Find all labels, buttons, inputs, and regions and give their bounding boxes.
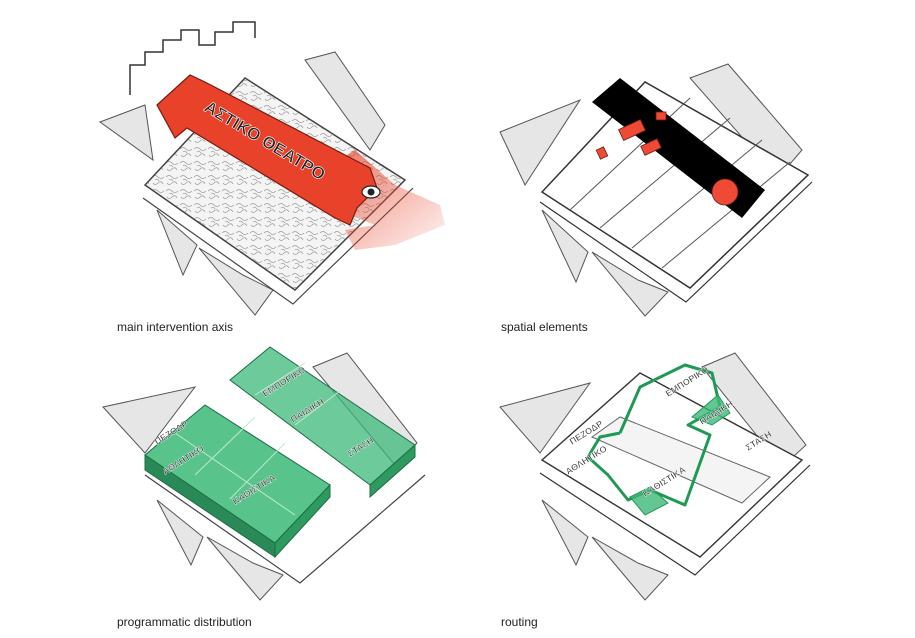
stair-outline	[129, 21, 256, 95]
bottom-block-a	[156, 209, 198, 277]
bottom-block-b	[591, 251, 669, 317]
element-box-2	[640, 138, 662, 156]
left-block	[499, 98, 582, 187]
bottom-block-a	[156, 499, 204, 567]
caption-main-intervention-axis: main intervention axis	[117, 320, 234, 334]
route-label-3: ΕΜΠΟΡΙΚΟ	[664, 364, 711, 398]
left-block	[499, 382, 592, 454]
parcel-outline	[540, 81, 810, 289]
red-arrow	[156, 74, 378, 226]
caption-routing: routing	[501, 615, 538, 629]
top-right-block	[304, 51, 386, 151]
bottom-block-a	[541, 209, 589, 284]
spatial-element-boxes	[595, 111, 667, 160]
panel-routing: ΠΕΖΟΔΡ ΑΘΛΗΤΙΚΟ ΕΜΠΟΡΙΚΟ ΠΑΙΔΙΚΗ ΚΑΘΙΣΤΙ…	[480, 325, 900, 629]
diagram-spatial-elements	[499, 63, 813, 317]
panel-programmatic-distribution: ΠΕΖΟΔΡ ΑΘΛΗΤΙΚΟ ΕΜΠΟΡΙΚΟ ΠΑΙΔΙΚΗ ΚΑΘΙΣΤΙ…	[95, 325, 515, 629]
element-box-3	[655, 111, 667, 121]
left-block	[98, 104, 154, 162]
diagram-main-intervention-axis: ΑΣΤΙΚΟ ΘΕΑΤΡΟ	[98, 21, 445, 316]
bottom-block-a	[541, 499, 589, 567]
caption-programmatic-distribution: programmatic distribution	[117, 615, 252, 629]
panel-main-intervention-axis: ΑΣΤΙΚΟ ΘΕΑΤΡΟ main intervention axis	[95, 20, 515, 334]
bottom-block-b	[591, 536, 669, 601]
panel-spatial-elements: spatial elements	[480, 20, 900, 334]
eye-icon	[361, 185, 381, 199]
element-circle	[711, 178, 739, 206]
top-right-block	[701, 352, 807, 468]
caption-spatial-elements: spatial elements	[501, 320, 588, 334]
element-box-4	[595, 146, 609, 160]
bottom-block-b	[206, 536, 284, 601]
diagram-programmatic-distribution: ΠΕΖΟΔΡ ΑΘΛΗΤΙΚΟ ΕΜΠΟΡΙΚΟ ΠΑΙΔΙΚΗ ΚΑΘΙΣΤΙ…	[102, 346, 426, 601]
routing-path	[586, 363, 722, 507]
left-block	[102, 386, 197, 454]
element-box-1	[618, 118, 646, 142]
diagram-routing: ΠΕΖΟΔΡ ΑΘΛΗΤΙΚΟ ΕΜΠΟΡΙΚΟ ΠΑΙΔΙΚΗ ΚΑΘΙΣΤΙ…	[499, 352, 811, 601]
